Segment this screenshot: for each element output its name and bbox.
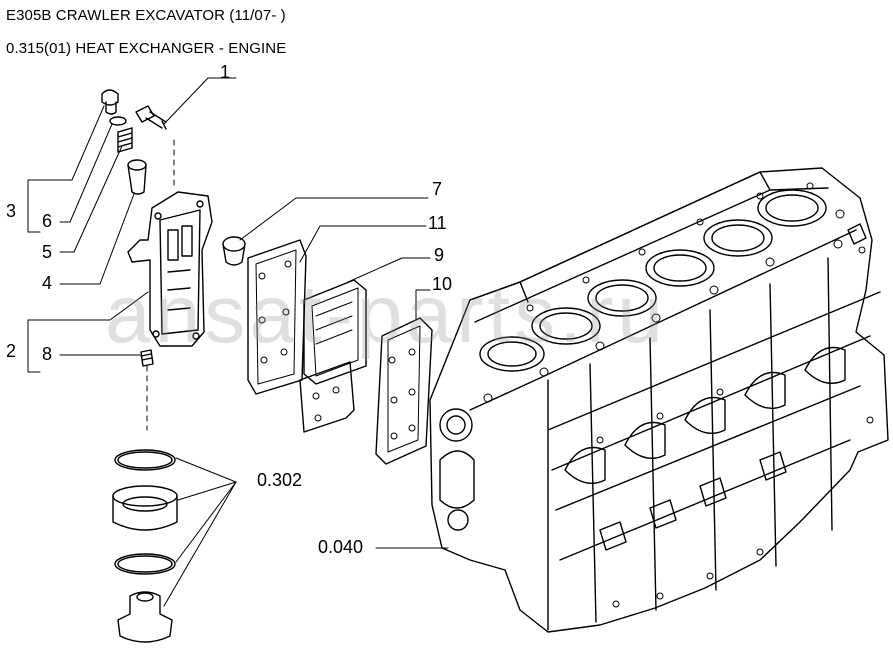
callout-8: 8: [42, 344, 53, 364]
callout-7: 7: [432, 179, 443, 199]
callout-3: 3: [6, 201, 17, 221]
callout-10: 10: [432, 274, 453, 294]
bolt-part-1: [135, 105, 175, 191]
callout-0302: 0.302: [257, 470, 303, 490]
plug-part-3: [101, 89, 119, 115]
leader-lines: [27, 77, 449, 607]
callout-9: 9: [434, 245, 445, 265]
fitting-part-8: [140, 349, 154, 431]
seal-kit-0302-drawing: [112, 449, 178, 643]
callout-1: 1: [220, 62, 231, 82]
callout-11: 11: [428, 213, 447, 233]
cooler-core-part-9: [299, 279, 367, 433]
callout-5: 5: [42, 242, 53, 262]
engine-block-drawing: [429, 167, 889, 633]
callout-4: 4: [42, 273, 53, 293]
housing-part-2: [127, 191, 213, 347]
callout-0040: 0.040: [318, 537, 364, 557]
valve-part-4: [127, 159, 147, 195]
diagram-title: E305B CRAWLER EXCAVATOR (11/07- ): [6, 7, 286, 24]
bushing-part-7: [222, 236, 246, 266]
callout-2: 2: [6, 341, 17, 361]
watermark: ansat-parts.ru: [105, 269, 667, 360]
o-ring-part-6: [109, 116, 127, 126]
callout-6: 6: [42, 211, 53, 231]
gasket-part-10: [375, 317, 433, 465]
spring-part-5: [117, 127, 133, 153]
diagram-subtitle: 0.315(01) HEAT EXCHANGER - ENGINE: [6, 40, 287, 57]
